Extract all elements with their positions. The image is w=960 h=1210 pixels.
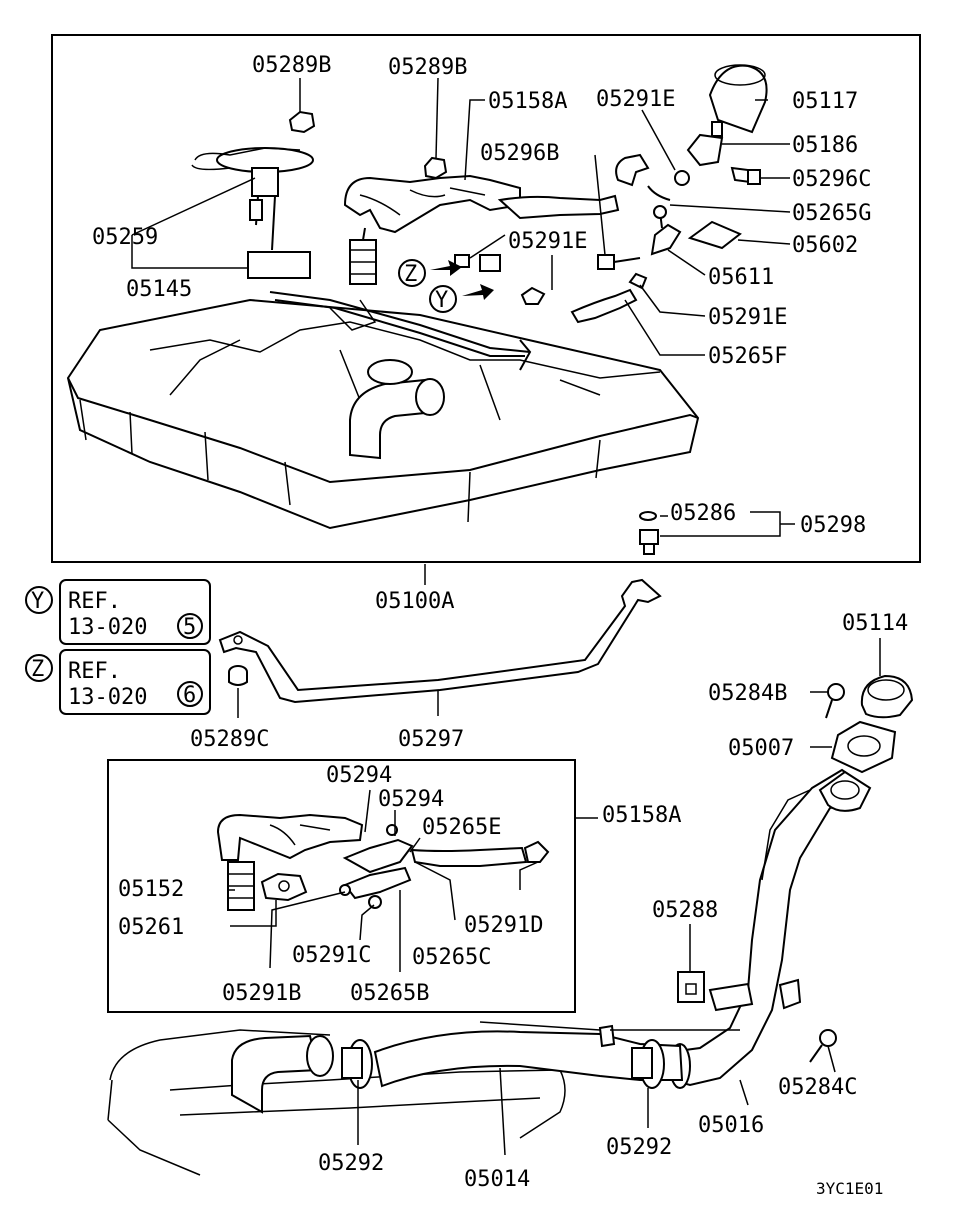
label-05152: 05152 [118, 877, 184, 902]
clip-05291E-mid [520, 286, 546, 305]
vent-assembly-detail [216, 813, 550, 911]
label-05100A: 05100A [375, 589, 454, 614]
label-05114: 05114 [842, 611, 908, 636]
nut-05289B-right [423, 156, 448, 180]
y-marker-letter: Y [435, 288, 448, 313]
ref-z-number: 6 [183, 683, 196, 708]
label-05265C: 05265C [412, 945, 491, 970]
vent-hose-assembly-top [343, 174, 620, 285]
bolt-05296B [597, 254, 641, 270]
upper-leader-lines [131, 77, 795, 585]
label-05265G: 05265G [792, 201, 871, 226]
drain-plug-05286-05298 [639, 511, 659, 555]
label-05292-left: 05292 [318, 1151, 384, 1176]
bolt-05296C [730, 166, 761, 185]
reference-box-y[interactable]: Y REF. 13-020 5 [25, 579, 211, 645]
valve-05186 [686, 121, 724, 167]
ref-z-line2: 13-020 [68, 685, 147, 710]
nut-05289B-left [288, 110, 316, 134]
label-05289B-right: 05289B [388, 55, 467, 80]
label-05291E-mid: 05291E [508, 229, 587, 254]
label-05186: 05186 [792, 133, 858, 158]
ref-y-line2: 13-020 [68, 615, 147, 640]
ref-y-letter: Y [31, 589, 44, 614]
label-05296B: 05296B [480, 141, 559, 166]
label-05265B: 05265B [350, 981, 429, 1006]
z-marker-letter: Z [404, 262, 417, 287]
label-05291B: 05291B [222, 981, 301, 1006]
gasket-05007 [810, 720, 897, 774]
label-05158A-top: 05158A [488, 89, 567, 114]
fuel-pump-sender-unit [191, 147, 314, 279]
label-05014: 05014 [464, 1167, 530, 1192]
tank-strap-05297 [218, 578, 662, 716]
lower-tank-outline [107, 1029, 566, 1176]
tank-assembly-frame [51, 34, 921, 563]
hose-05265G [615, 153, 671, 201]
ref-y-number: 5 [183, 615, 196, 640]
hose-clamp-05292-left [341, 1039, 373, 1145]
screw-05284C [809, 1029, 837, 1073]
clip-05291E-top [674, 170, 690, 186]
label-05265E: 05265E [422, 815, 501, 840]
filler-hose-05014 [373, 1021, 740, 1156]
y-reference-arrow: Y [429, 284, 494, 313]
label-05265F: 05265F [708, 344, 787, 369]
screw-05284B [810, 683, 845, 719]
hose-05265F [570, 288, 638, 324]
label-05284B: 05284B [708, 681, 787, 706]
label-05294-a: 05294 [326, 763, 392, 788]
lower-leader-lines [228, 789, 598, 972]
label-05291E-low: 05291E [708, 305, 787, 330]
label-05296C: 05296C [792, 167, 871, 192]
bracket-05288 [677, 924, 705, 1003]
vent-assembly-detail-frame [107, 759, 576, 1013]
label-05286: 05286 [670, 501, 736, 526]
z-reference-arrow: Z [398, 259, 462, 287]
label-05007: 05007 [728, 736, 794, 761]
clip-05291E-low [628, 272, 648, 290]
label-05291C: 05291C [292, 943, 371, 968]
label-05284C: 05284C [778, 1075, 857, 1100]
hose-clamp-05292-right [631, 1039, 665, 1128]
label-05289C: 05289C [190, 727, 269, 752]
filler-pipe-05016 [668, 768, 872, 1106]
label-05611: 05611 [708, 265, 774, 290]
label-05261: 05261 [118, 915, 184, 940]
connector-05611 [650, 205, 682, 256]
label-05291E-top: 05291E [596, 87, 675, 112]
label-05289B-left: 05289B [252, 53, 331, 78]
fuel-cap-05114 [860, 638, 914, 719]
label-05016: 05016 [698, 1113, 764, 1138]
label-05291D: 05291D [464, 913, 543, 938]
reference-box-z[interactable]: Z REF. 13-020 6 [25, 649, 211, 715]
label-05298: 05298 [800, 513, 866, 538]
label-05259: 05259 [92, 225, 158, 250]
label-05292-right: 05292 [606, 1135, 672, 1160]
label-05297: 05297 [398, 727, 464, 752]
ref-z-line1: REF. [68, 659, 121, 684]
bracket-05602 [687, 220, 742, 250]
label-05145: 05145 [126, 277, 192, 302]
ref-y-line1: REF. [68, 589, 121, 614]
canister-05117 [708, 64, 768, 134]
label-05158A-low: 05158A [602, 803, 681, 828]
label-05117: 05117 [792, 89, 858, 114]
fuel-tank-drawing [66, 291, 700, 530]
label-05294-b: 05294 [378, 787, 444, 812]
bolt-05289C [228, 665, 248, 718]
label-05602: 05602 [792, 233, 858, 258]
diagram-id: 3YC1E01 [816, 1179, 883, 1198]
label-05288: 05288 [652, 898, 718, 923]
ref-z-letter: Z [31, 657, 44, 682]
